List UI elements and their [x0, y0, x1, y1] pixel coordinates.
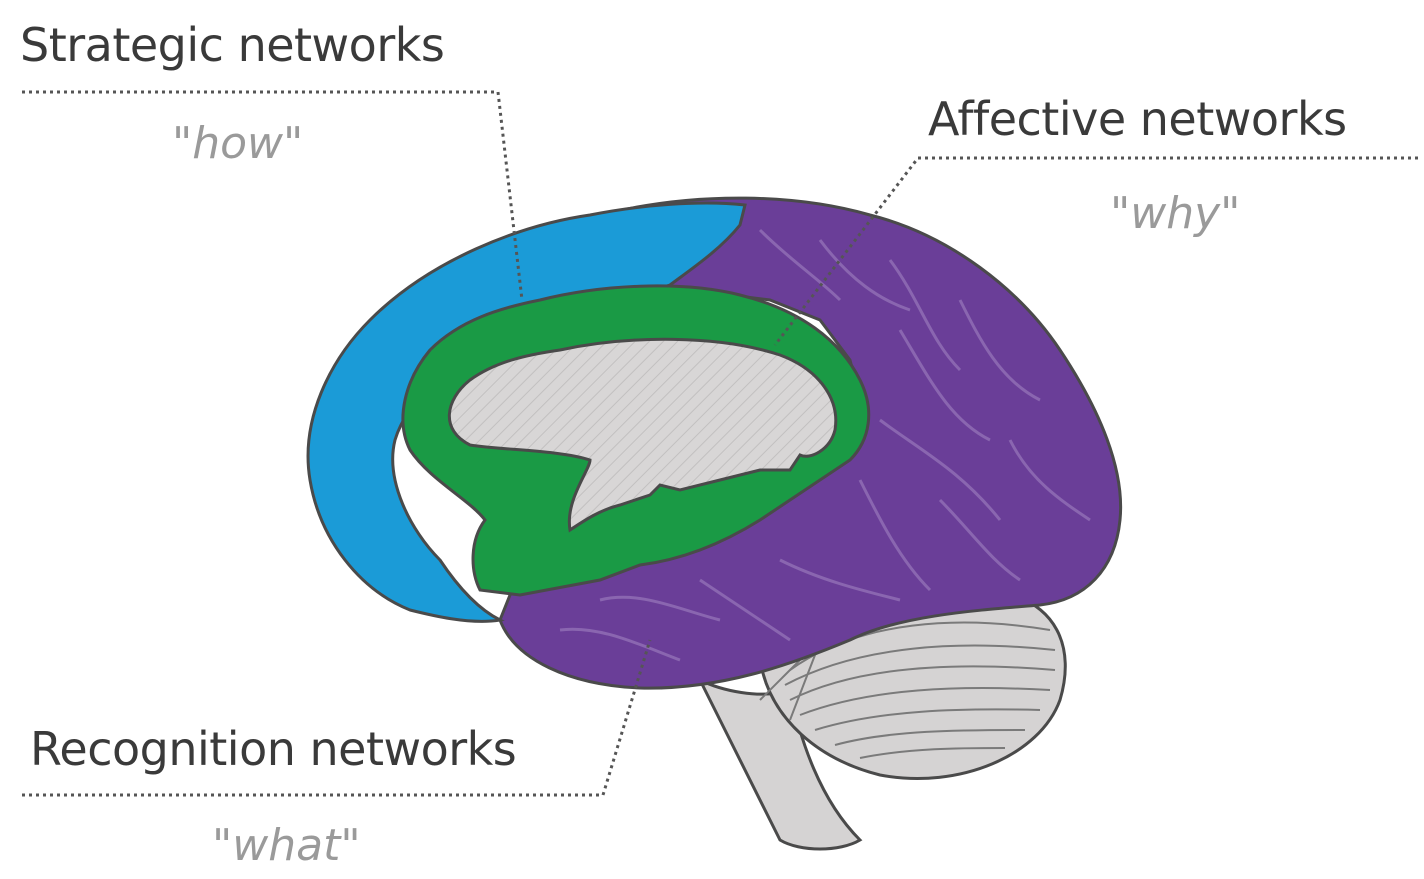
recognition-networks-title: Recognition networks: [30, 722, 517, 776]
recognition-networks-subtitle: "what": [212, 820, 361, 871]
affective-networks-title: Affective networks: [928, 92, 1347, 146]
strategic-leader: [22, 90, 524, 301]
affective-region: [498, 196, 1123, 690]
affective-leader: [773, 156, 1418, 346]
cortex-sulci: [559, 228, 1091, 662]
strategic-networks-title: Strategic networks: [20, 18, 445, 72]
strategic-region: [306, 201, 747, 623]
affective-networks-subtitle: "why": [1110, 188, 1241, 239]
strategic-networks-subtitle: "how": [172, 118, 304, 169]
recognition-leader: [22, 639, 652, 797]
leader-lines: [22, 90, 1418, 797]
inner-region: [447, 337, 838, 533]
